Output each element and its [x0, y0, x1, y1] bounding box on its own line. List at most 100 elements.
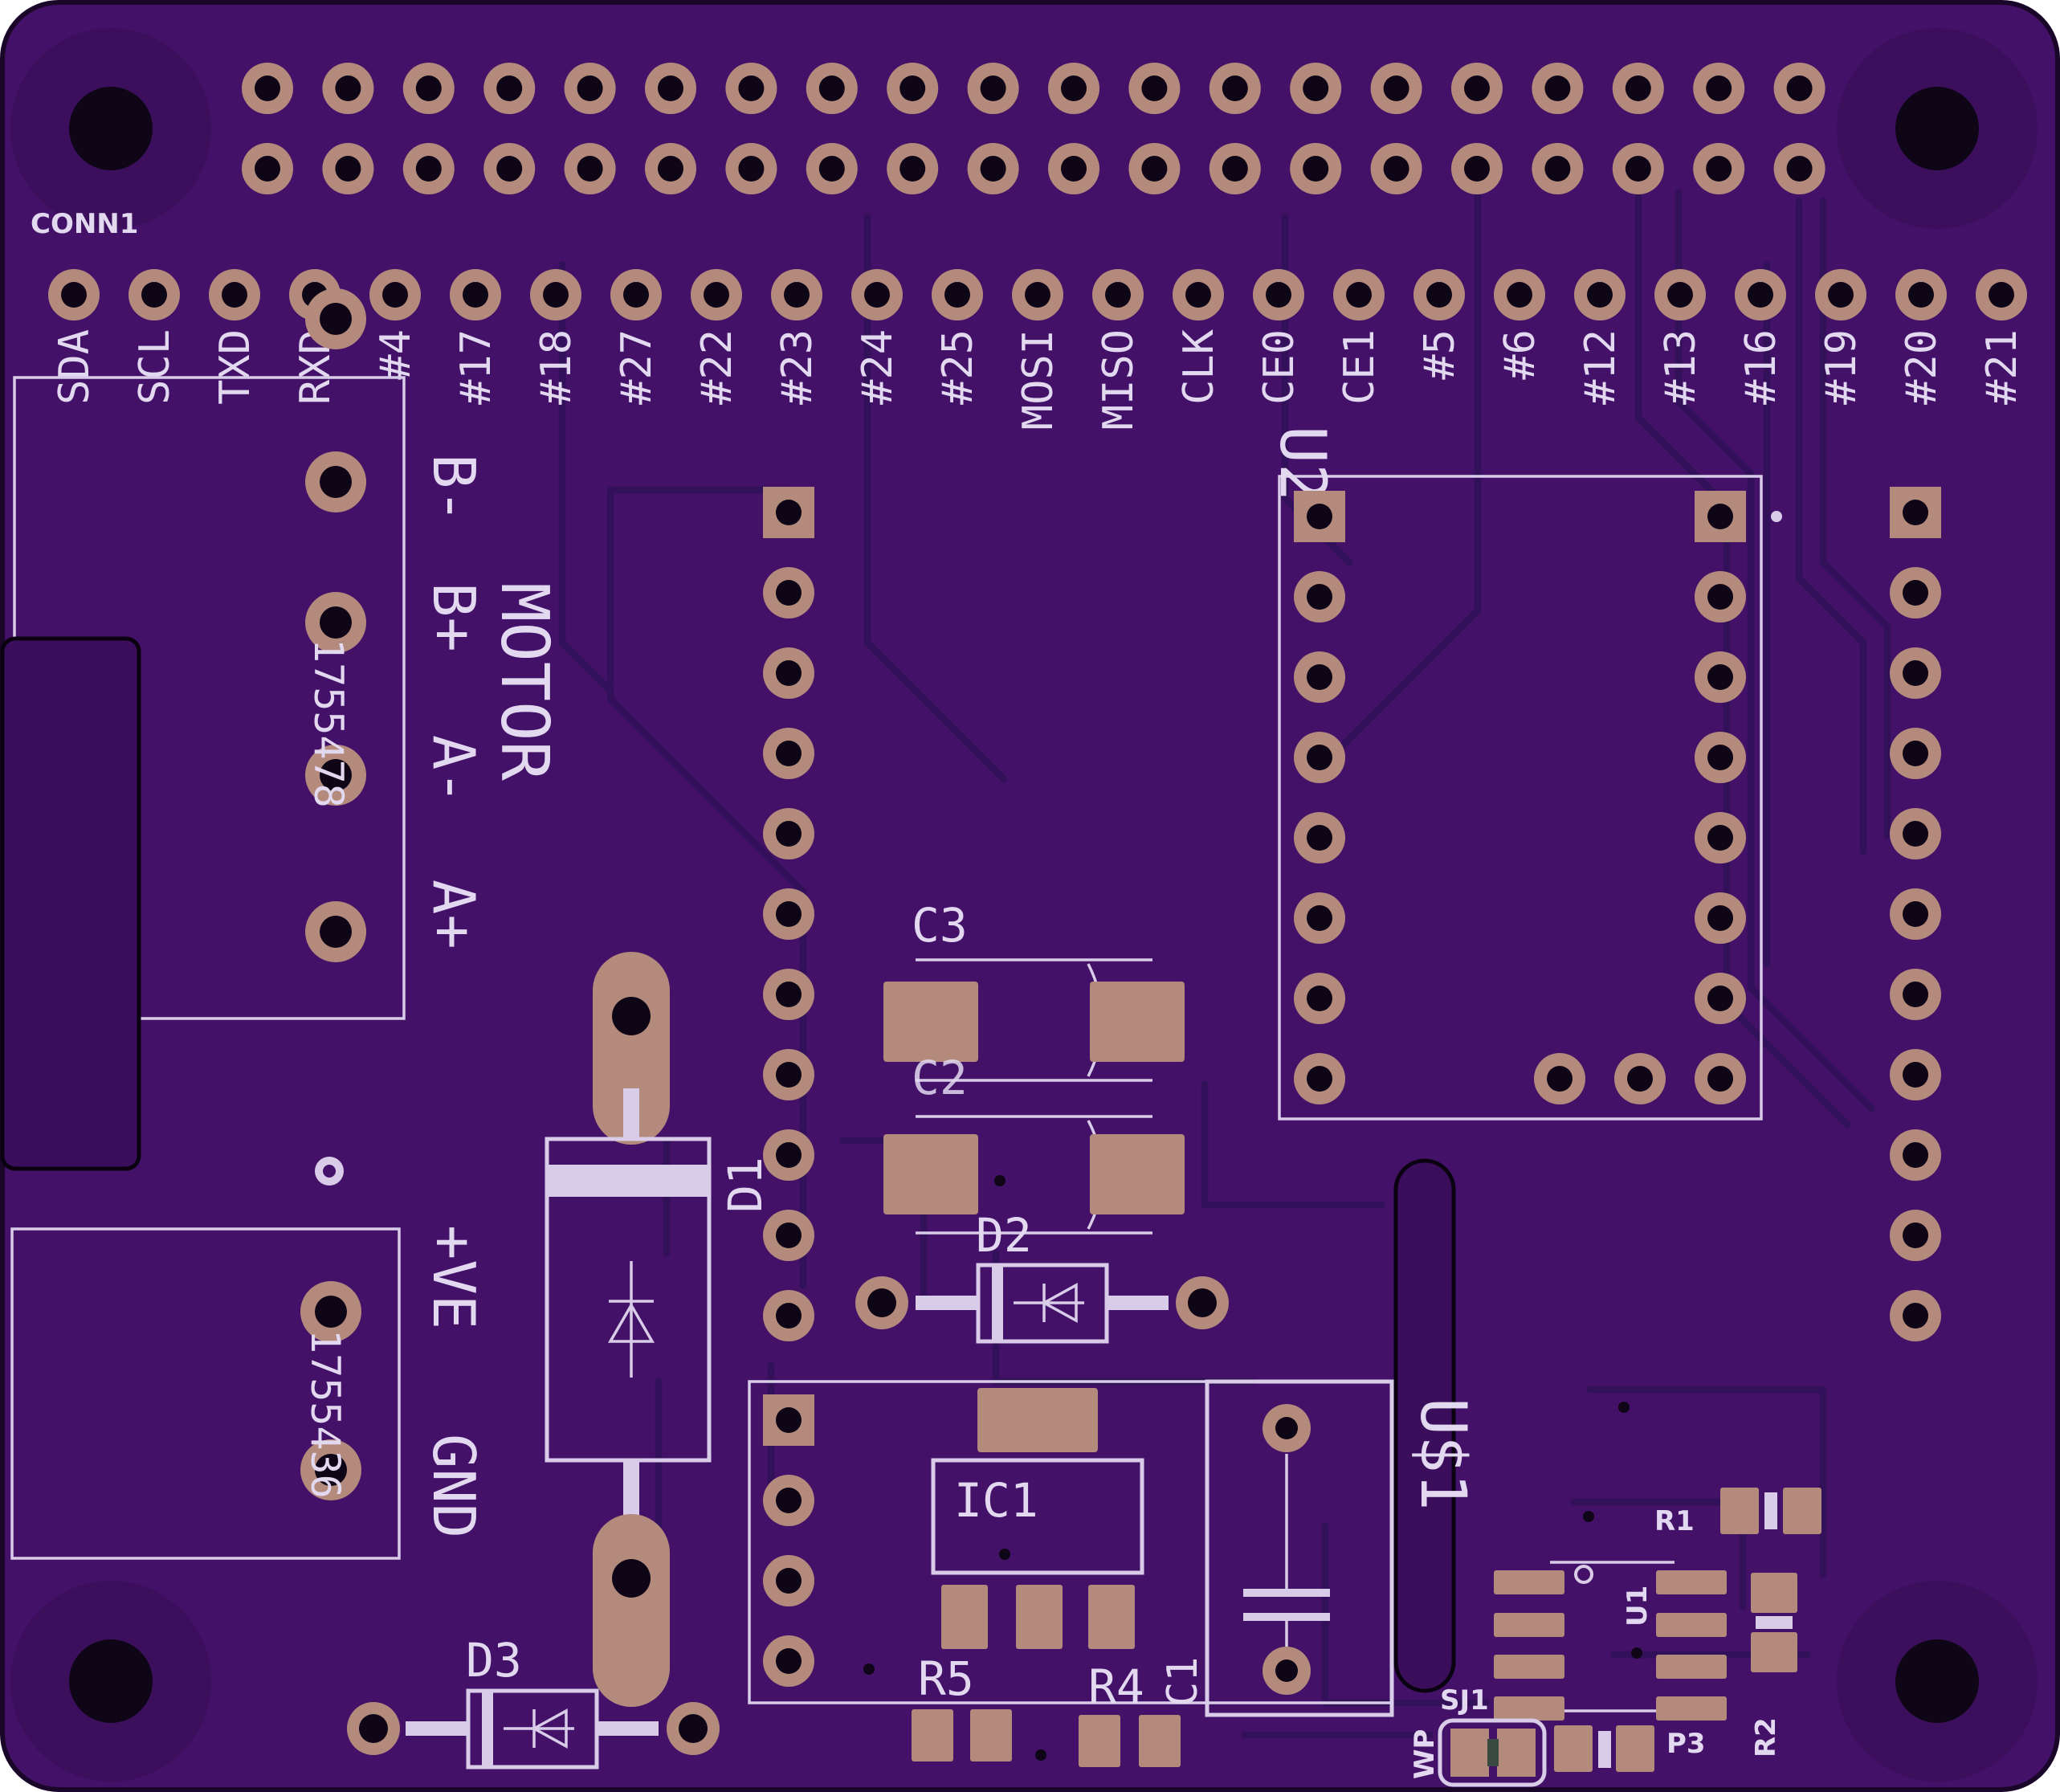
right-column-pin	[1890, 647, 1941, 699]
d3-refdes: D3	[466, 1633, 522, 1688]
gpio-label: SCL	[131, 329, 179, 405]
socket-pin	[763, 888, 814, 940]
breakout-pin	[128, 269, 180, 320]
u2-pin	[1294, 973, 1345, 1024]
gpio-label: #12	[1577, 329, 1625, 405]
gpio-label: #4	[372, 329, 420, 380]
gpio-label: #22	[693, 329, 741, 405]
motor-title: MOTOR	[486, 582, 562, 781]
gpio-label: #16	[1737, 329, 1785, 405]
d1-refdes: D1	[718, 1157, 773, 1213]
breakout-pin	[1895, 269, 1947, 320]
socket-pin	[763, 1210, 814, 1261]
gpio-label: SDA	[51, 329, 99, 405]
right-column-pin	[1890, 1290, 1941, 1341]
right-column-pin	[1890, 888, 1941, 940]
socket-pin	[763, 808, 814, 859]
header-pin	[1451, 143, 1503, 194]
header-pin	[242, 63, 293, 114]
gpio-label: #13	[1657, 329, 1705, 405]
ic1-refdes: IC1	[954, 1473, 1038, 1528]
u2-pin	[1695, 651, 1746, 703]
motor-pin-a-plus: A+	[420, 880, 487, 949]
header-pin	[1209, 63, 1261, 114]
u2-pin	[1614, 1053, 1666, 1104]
header-pin	[645, 63, 696, 114]
motor-part-number: 1755478	[305, 639, 352, 808]
header-pin	[1773, 63, 1825, 114]
motor-terminal-block: 1755478 MOTOR B- B+ A- A+	[0, 288, 562, 1171]
right-pin-column	[1890, 487, 1941, 1341]
terminal-overhang	[0, 636, 141, 1171]
us1-refdes: U$1	[1406, 1398, 1479, 1511]
header-pin	[1048, 143, 1099, 194]
header-pin	[402, 63, 455, 114]
right-column-pin	[1890, 1049, 1941, 1100]
header-pin	[1370, 63, 1422, 114]
regulator-pin	[763, 1394, 814, 1446]
breakout-pin	[1976, 269, 2027, 320]
gpio-label: MOSI	[1014, 329, 1063, 430]
header-pin	[1773, 143, 1825, 194]
u2-pin	[1695, 973, 1746, 1024]
gpio-label: #25	[934, 329, 982, 405]
regulator-pin	[763, 1555, 814, 1606]
gpio-label: #5	[1416, 329, 1464, 380]
regulator-pin	[763, 1635, 814, 1687]
u2-pin	[1695, 571, 1746, 623]
u2-pin	[1294, 491, 1345, 542]
header-pin	[564, 143, 616, 194]
u2-pin	[1695, 812, 1746, 863]
u1-refdes: U1	[1621, 1586, 1654, 1627]
gpio-label: CE1	[1336, 329, 1384, 405]
u2-pin	[1695, 892, 1746, 944]
breakout-pin	[530, 269, 581, 320]
header-pin	[806, 63, 858, 114]
right-column-pin	[1890, 487, 1941, 538]
p3-refdes: P3	[1666, 1728, 1706, 1760]
motor-pin-b-plus: B+	[420, 582, 487, 652]
resistor-r5: R5	[912, 1651, 1012, 1761]
breakout-pin	[932, 269, 983, 320]
right-column-pin	[1890, 567, 1941, 618]
breakout-pin	[610, 269, 662, 320]
header-pin	[967, 63, 1019, 114]
header-pin	[1693, 143, 1745, 194]
header-pin	[483, 63, 536, 114]
u2-pin	[1695, 732, 1746, 783]
breakout-pin	[48, 269, 100, 320]
gpio-label: #20	[1898, 329, 1946, 405]
u2-pin	[1294, 651, 1345, 703]
breakout-pin	[1735, 269, 1786, 320]
gpio-label: #19	[1817, 329, 1866, 405]
gpio-label: CE0	[1255, 329, 1303, 405]
gpio-label: #21	[1978, 329, 2026, 405]
resistor-r4: R4 C1	[1079, 1656, 1207, 1767]
breakout-pin	[1173, 269, 1224, 320]
header-pin	[322, 63, 374, 114]
right-column-pin	[1890, 969, 1941, 1020]
copper-traces	[558, 181, 1891, 1739]
motor-pin-b-minus: B-	[420, 454, 487, 524]
gpio-label: #24	[854, 329, 902, 405]
breakout-pin	[771, 269, 822, 320]
gpio-label: #23	[773, 329, 822, 405]
header-pin	[1612, 143, 1664, 194]
header-pin	[1451, 63, 1503, 114]
header-pin	[402, 143, 455, 194]
header-pin	[725, 63, 777, 114]
breakout-pin	[1333, 269, 1385, 320]
header-pin	[242, 143, 293, 194]
socket-pin	[763, 1129, 814, 1181]
header-pin	[1128, 143, 1181, 194]
header-pin	[564, 63, 616, 114]
breakout-pin	[450, 269, 501, 320]
right-column-pin	[1890, 1210, 1941, 1261]
u2-pin	[1294, 892, 1345, 944]
socket-pin	[763, 567, 814, 618]
gpio-label: #27	[613, 329, 661, 405]
header-pin	[1532, 63, 1584, 114]
driver-socket-left	[763, 487, 814, 1341]
eeprom-area: R1 U1 R2 SJ1 WP P3	[1409, 1402, 1821, 1787]
